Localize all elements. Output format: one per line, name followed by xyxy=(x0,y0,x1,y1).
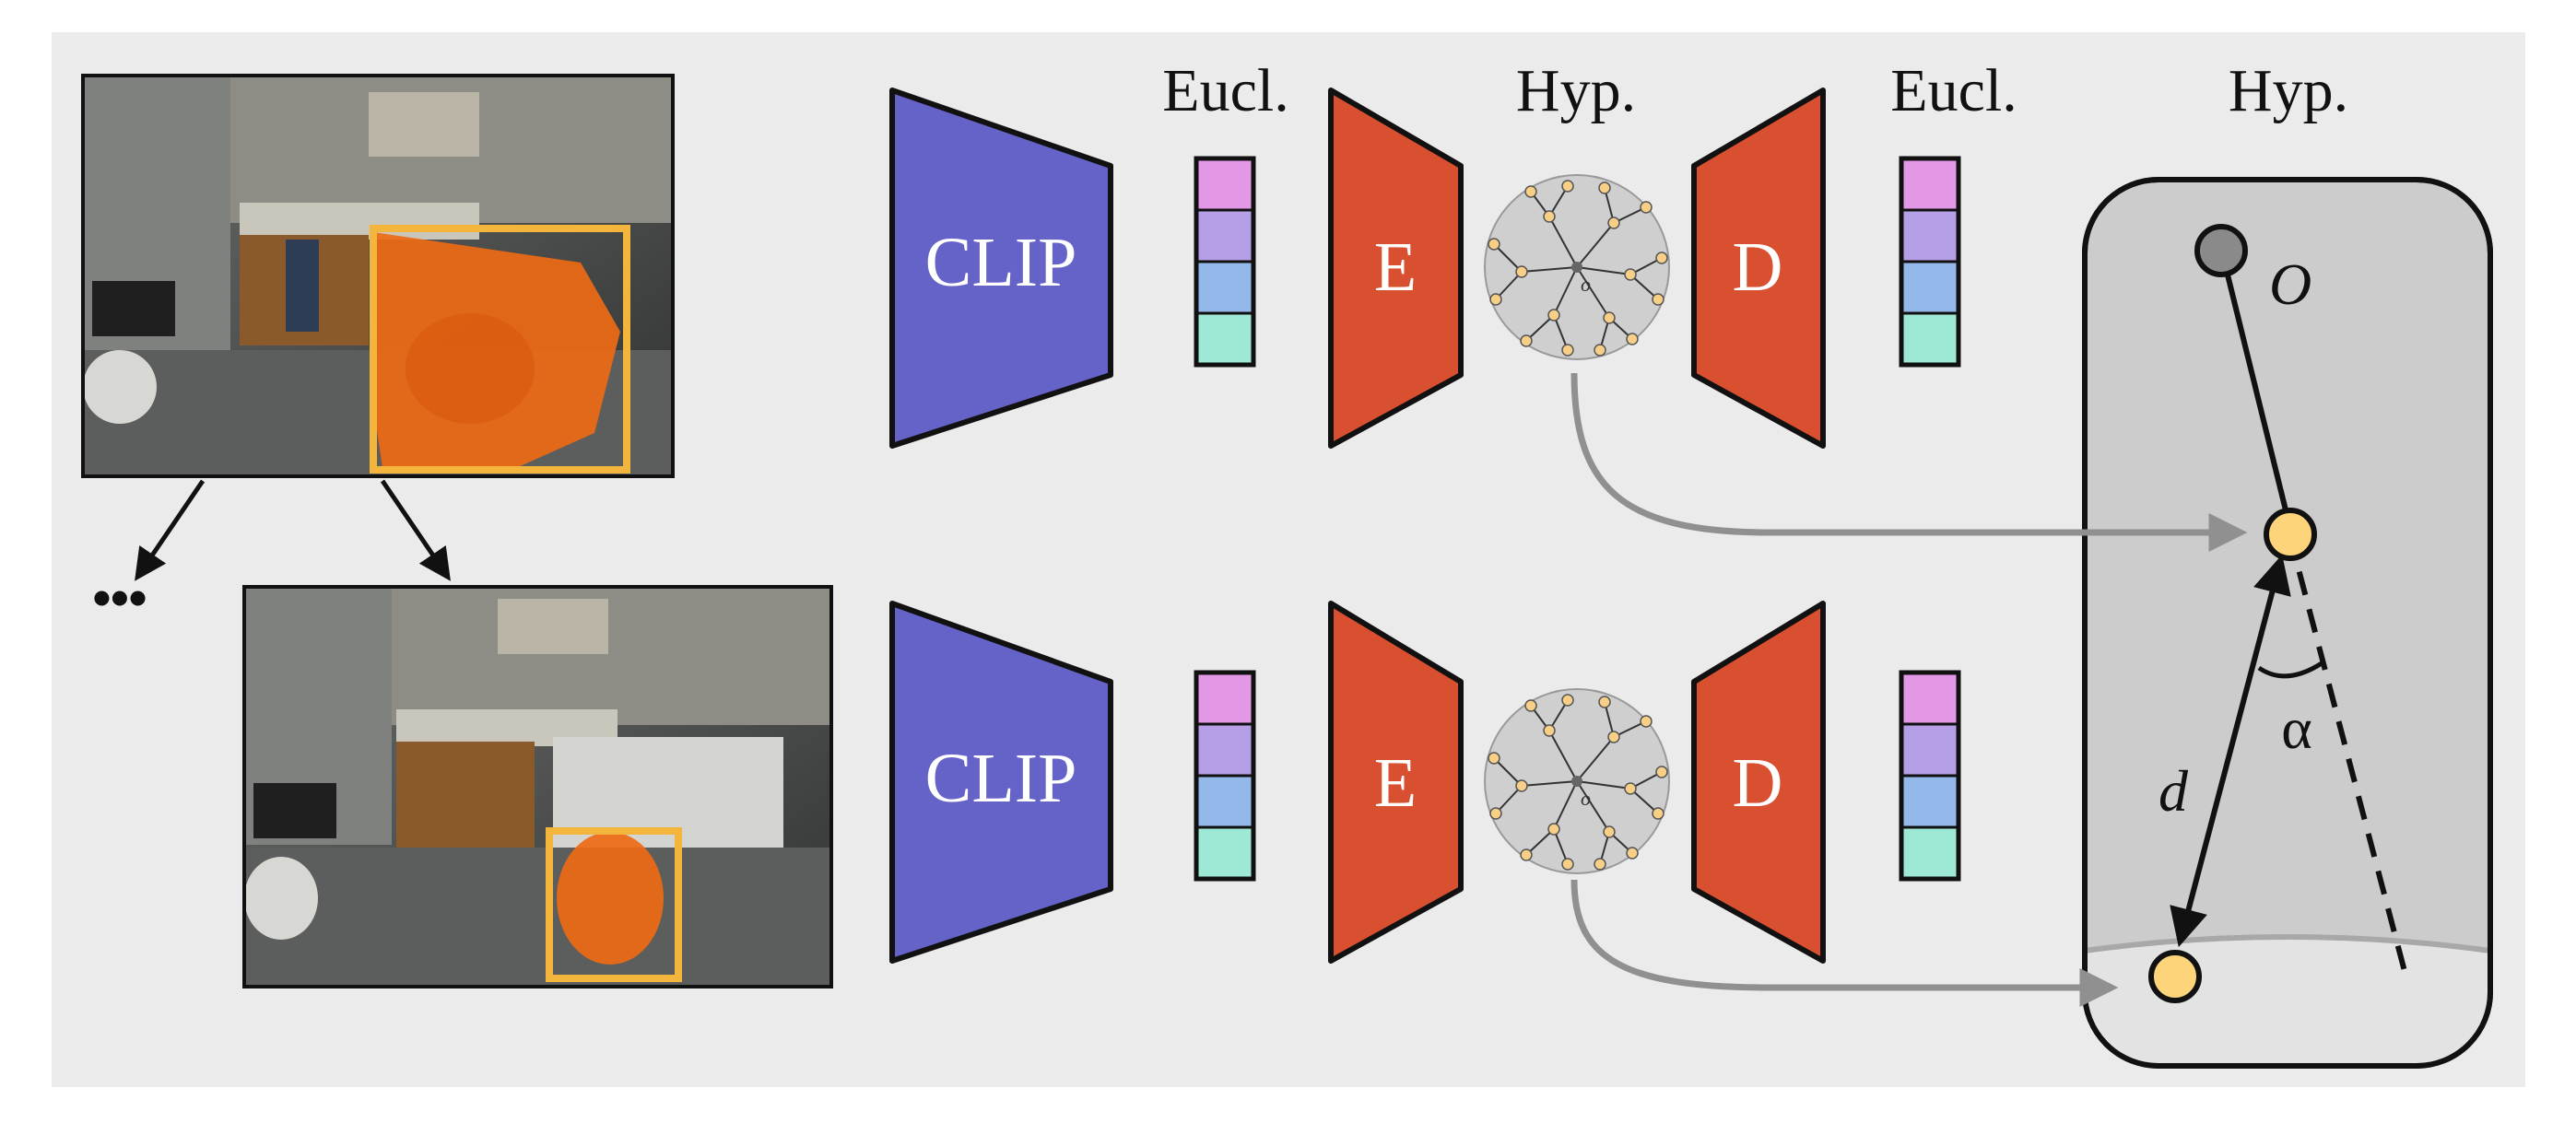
hyperbolic-decoder-bottom: D xyxy=(1691,601,1826,964)
hyperbolic-tree-icon-top: o xyxy=(1484,174,1670,360)
svg-text:D: D xyxy=(1733,228,1783,306)
svg-text:o: o xyxy=(1581,273,1591,296)
hyperbolic-encoder-top: E xyxy=(1328,88,1464,449)
header-eucl-2: Eucl. xyxy=(1890,57,2017,124)
header-eucl-1: Eucl. xyxy=(1162,57,1288,124)
svg-text:D: D xyxy=(1733,744,1783,822)
scene-image-bottom xyxy=(244,587,831,987)
header-hyp-1: Hyp. xyxy=(1516,57,1636,124)
segmentation-mask-bottom xyxy=(557,832,664,965)
distance-arrow xyxy=(2170,554,2291,948)
header-hyp-2: Hyp. xyxy=(2229,57,2348,124)
mapping-arrow-bottom xyxy=(1570,879,2119,1007)
euclidean-embedding-top-2 xyxy=(1899,156,1961,368)
svg-text:E: E xyxy=(1374,744,1417,822)
origin-to-point-line xyxy=(2220,255,2292,526)
angle-label: α xyxy=(2281,696,2312,761)
svg-text:o: o xyxy=(1581,787,1591,810)
svg-text:E: E xyxy=(1374,228,1417,306)
origin-label: O xyxy=(2269,252,2311,317)
embedding-point-bottom xyxy=(2148,950,2202,1003)
branch-arrow-left xyxy=(135,479,206,581)
hyperbolic-encoder-bottom: E xyxy=(1328,601,1464,964)
euclidean-embedding-bottom-1 xyxy=(1194,670,1256,882)
origin-point xyxy=(2194,224,2248,277)
svg-text:CLIP: CLIP xyxy=(925,224,1077,301)
angle-arc xyxy=(2257,661,2323,679)
clip-encoder-top: CLIP xyxy=(889,88,1113,449)
euclidean-embedding-bottom-2 xyxy=(1899,670,1961,882)
clip-encoder-bottom: CLIP xyxy=(889,601,1113,964)
euclidean-embedding-top-1 xyxy=(1194,156,1256,368)
branch-arrow-right xyxy=(380,479,451,581)
embedding-point-top xyxy=(2264,508,2317,561)
ellipsis: ••• xyxy=(93,568,147,626)
mapping-arrow-top xyxy=(1570,372,2248,552)
bounding-box-top xyxy=(370,225,630,474)
scene-image-top xyxy=(83,76,673,476)
distance-label: d xyxy=(2158,758,2189,824)
hyperbolic-decoder-top: D xyxy=(1691,88,1826,449)
hyperbolic-tree-icon-bottom: o xyxy=(1484,688,1670,874)
bounding-box-bottom xyxy=(546,827,682,982)
svg-text:CLIP: CLIP xyxy=(925,740,1077,817)
